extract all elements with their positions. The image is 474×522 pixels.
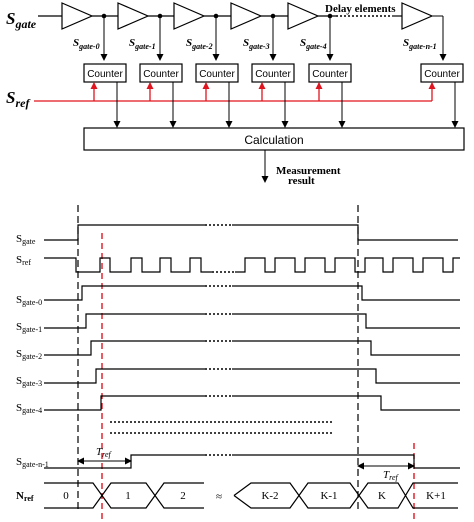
tap-label-0: Sgate-0: [73, 37, 100, 51]
delay-element-4: [287, 2, 320, 30]
tap-label-n-1: Sgate-n-1: [403, 37, 437, 51]
delay-element-0: [61, 2, 94, 30]
counter-label: Counter: [255, 69, 291, 80]
tap-label-3: Sgate-3: [243, 37, 270, 51]
measurement-result-label: Measurement: [276, 165, 341, 177]
counter-n-1: Counter: [420, 63, 464, 83]
counter-label: Counter: [199, 69, 235, 80]
nref-bus-top-2: [233, 482, 458, 509]
tref-label-end: Tref: [383, 469, 399, 482]
counter-label: Counter: [143, 69, 179, 80]
nref-bus-bottom-2: [233, 482, 458, 509]
nref-break-symbol: ≈: [216, 491, 222, 503]
nref-bus-top: [44, 482, 204, 509]
sref-input-label: Sref: [6, 88, 30, 110]
tap-label-1: Sgate-1: [129, 37, 156, 51]
g4-signal-label: Sgate-4: [16, 402, 42, 415]
delay-elements-label: Delay elements: [325, 3, 396, 15]
calculation-block: Calculation: [83, 127, 465, 151]
g0-waveform: [44, 285, 205, 301]
nref-bus-bottom: [44, 482, 204, 509]
g2-signal-label: Sgate-2: [16, 348, 42, 361]
nref-value: K-1: [320, 490, 337, 502]
counter-0: Counter: [83, 63, 127, 83]
nref-value: K-2: [261, 490, 278, 502]
counter-1: Counter: [139, 63, 183, 83]
sgate-waveform: [44, 224, 205, 241]
counter-4: Counter: [308, 63, 352, 83]
counter-label: Counter: [312, 69, 348, 80]
calculation-label: Calculation: [244, 133, 303, 147]
counter-label: Counter: [87, 69, 123, 80]
nref-value: 2: [180, 490, 186, 502]
measurement-result-label-2: result: [288, 175, 315, 187]
timing-diagram: Sgate Sref Sgate-0 Sgate-1 Sgate-2 Sgate…: [16, 205, 460, 520]
sref-signal-label: Sref: [16, 254, 31, 267]
g3-signal-label: Sgate-3: [16, 375, 42, 388]
delay-element-n-1: [401, 2, 434, 30]
nref-value: K: [378, 490, 386, 502]
tap-label-4: Sgate-4: [300, 37, 327, 51]
nref-signal-label: Nref: [16, 490, 34, 503]
counter-3: Counter: [251, 63, 295, 83]
delay-element-2: [173, 2, 206, 30]
sgate-input-label: Sgate: [6, 9, 37, 31]
sref-waveform-end: [235, 257, 460, 273]
sref-waveform: [44, 257, 212, 273]
nref-value: 0: [63, 490, 69, 502]
g1-signal-label: Sgate-1: [16, 321, 42, 334]
g2-waveform: [44, 340, 205, 356]
nref-value: K+1: [426, 490, 446, 502]
delay-element-3: [230, 2, 263, 30]
counter-label: Counter: [424, 69, 460, 80]
counter-2: Counter: [195, 63, 239, 83]
block-diagram: Sgate Sgate-0 Sgate-1 Sgate-: [6, 2, 465, 187]
delay-element-1: [117, 2, 150, 30]
tref-label-start: Tref: [96, 446, 112, 459]
sgate-signal-label: Sgate: [16, 233, 36, 246]
g1-waveform: [44, 313, 205, 329]
tap-label-2: Sgate-2: [186, 37, 213, 51]
gn1-signal-label: Sgate-n-1: [16, 456, 49, 469]
sgate-waveform-end: [232, 224, 458, 241]
g3-waveform: [44, 368, 205, 384]
g0-signal-label: Sgate-0: [16, 294, 42, 307]
g4-waveform: [44, 395, 205, 411]
nref-value: 1: [125, 490, 131, 502]
